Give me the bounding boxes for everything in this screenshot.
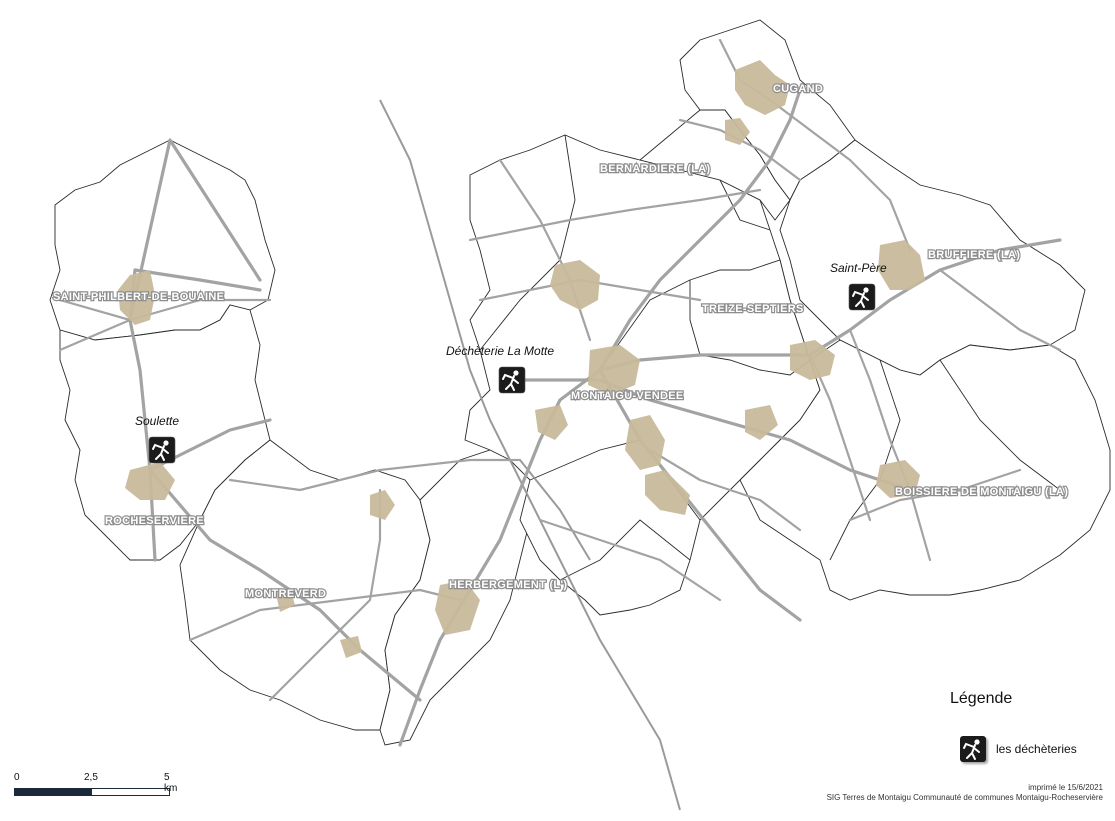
label-rocheserviere: ROCHESERVIERE — [105, 515, 204, 527]
site-label-la-motte: Déchèterie La Motte — [446, 344, 554, 358]
legend-item-decheteries: les déchèteries — [960, 736, 1077, 762]
scale-tick-0: 0 — [14, 772, 20, 783]
railway-line-2 — [519, 459, 591, 561]
label-bruffiere: BRUFFIERE (LA) — [928, 249, 1020, 261]
scale-tick-mid: 2,5 — [84, 772, 98, 783]
town-labels: CUGAND BERNARDIERE (LA) BRUFFIERE (LA) T… — [52, 82, 1069, 601]
urban-areas — [118, 60, 925, 658]
waste-disposal-icon[interactable] — [498, 366, 526, 394]
source-credit: SIG Terres de Montaigu Communauté de com… — [826, 793, 1103, 802]
label-saint-philbert: SAINT-PHILBERT-DE-BOUAINE — [53, 291, 224, 303]
scale-bar-graphic — [14, 788, 170, 796]
waste-sites: Déchèterie La Motte Saint-Père Soulette — [135, 261, 887, 464]
site-label-soulette: Soulette — [135, 414, 179, 428]
legend-title: Légende — [950, 690, 1013, 707]
label-bernardiere: BERNARDIERE (LA) — [600, 163, 711, 175]
scale-bar: 0 2,5 5 km — [14, 772, 184, 796]
map-credits: imprimé le 15/6/2021 SIG Terres de Monta… — [827, 783, 1103, 803]
waste-disposal-icon[interactable] — [848, 283, 876, 311]
waste-disposal-icon[interactable] — [148, 436, 176, 464]
label-herbergement: HERBERGEMENT (L') — [449, 579, 567, 591]
label-montreverd: MONTREVERD — [245, 588, 326, 600]
commune-boundaries — [49, 19, 1111, 746]
label-treize-septiers: TREIZE-SEPTIERS — [702, 303, 804, 315]
legend-item-label: les déchèteries — [996, 742, 1077, 756]
scale-tick-end: 5 km — [164, 772, 178, 794]
waste-disposal-icon — [960, 736, 986, 762]
label-montaigu: MONTAIGU-VENDEE — [571, 390, 683, 402]
label-boissiere: BOISSIERE DE MONTAIGU (LA) — [895, 486, 1068, 498]
print-date: imprimé le 15/6/2021 — [1028, 783, 1103, 792]
site-label-saint-pere: Saint-Père — [830, 261, 887, 275]
label-cugand: CUGAND — [773, 83, 823, 95]
